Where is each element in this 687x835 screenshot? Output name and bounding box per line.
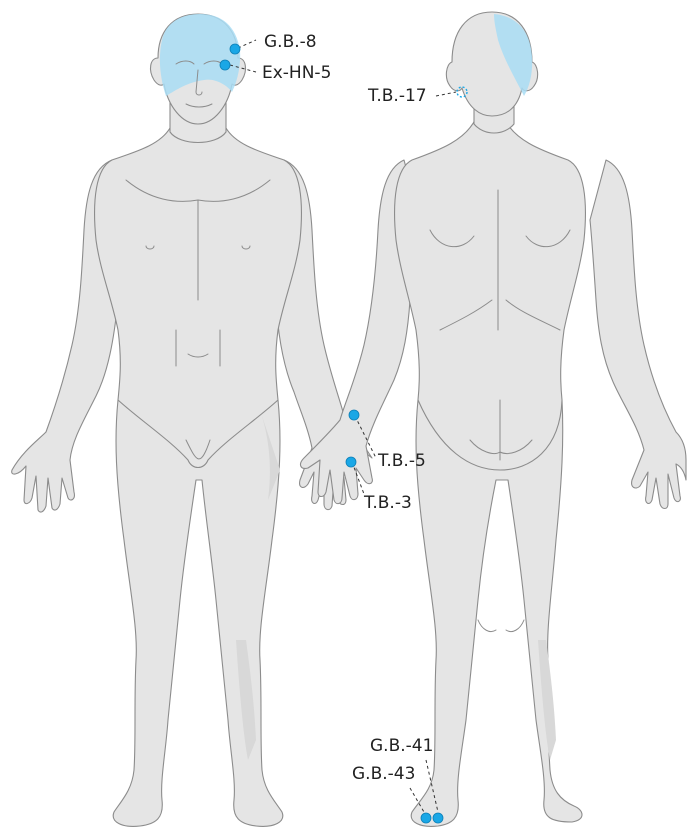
point-gb41-marker[interactable] [433, 813, 443, 823]
label-tb17: T.B.-17 [367, 86, 427, 106]
label-exhn5: Ex-HN-5 [262, 63, 331, 83]
point-gb43-marker[interactable] [421, 813, 431, 823]
back-figure [301, 12, 686, 826]
label-gb41: G.B.-41 [370, 736, 433, 756]
point-gb8-marker[interactable] [230, 44, 240, 54]
point-tb3-marker[interactable] [346, 457, 356, 467]
label-tb3: T.B.-3 [363, 493, 412, 513]
label-tb5: T.B.-5 [377, 451, 426, 471]
point-exhn5-marker[interactable] [220, 60, 230, 70]
label-gb43: G.B.-43 [352, 764, 415, 784]
point-tb5-marker[interactable] [349, 410, 359, 420]
label-gb8: G.B.-8 [264, 32, 317, 52]
back-arm-right [590, 160, 686, 509]
front-figure [12, 14, 372, 826]
